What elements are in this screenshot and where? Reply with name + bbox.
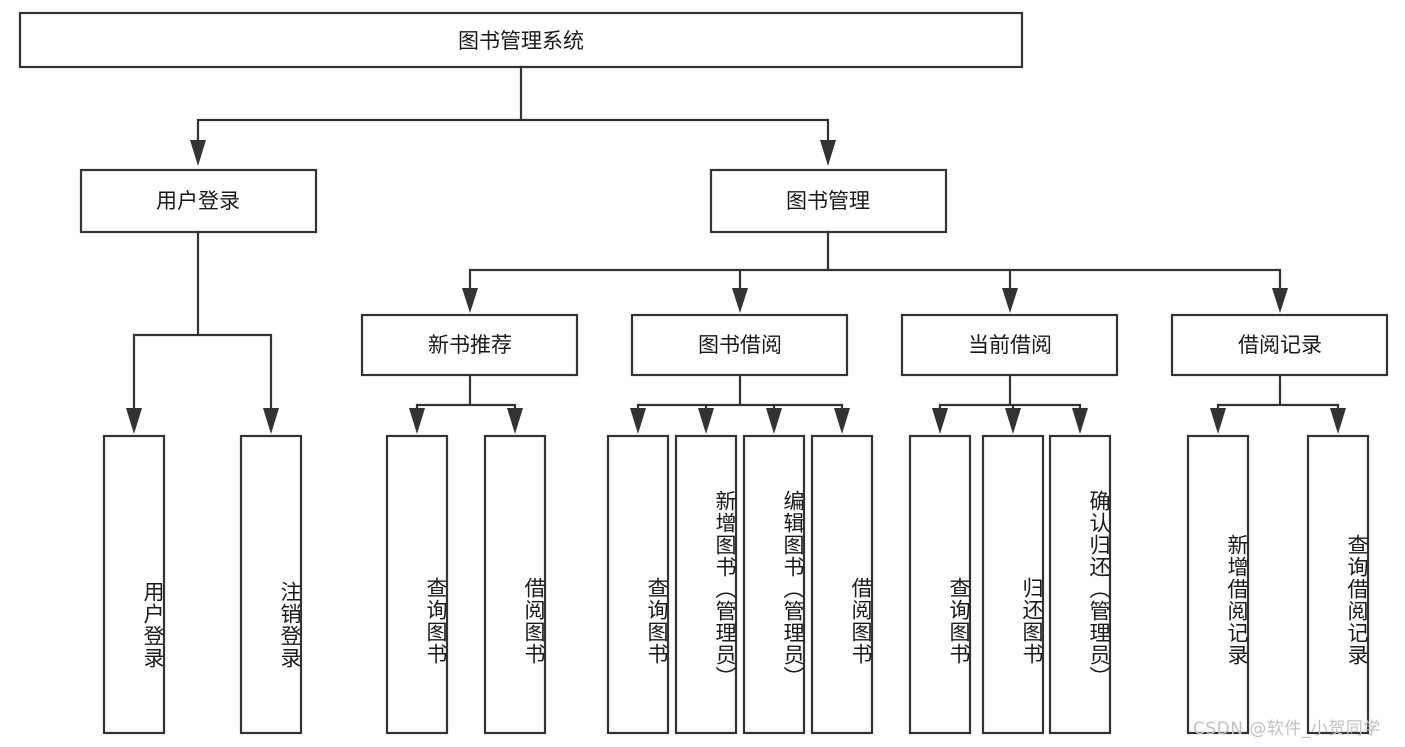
arrow-to-leaf-edit-book bbox=[766, 408, 782, 434]
leaf-box-query-book-2[interactable] bbox=[606, 434, 670, 735]
leaf-box-user-login[interactable] bbox=[102, 434, 166, 735]
node-label-book-management: 图书管理 bbox=[786, 189, 870, 213]
leaf-box-add-book[interactable] bbox=[674, 434, 738, 735]
arrow-to-leaf-borrow-book-1 bbox=[507, 408, 523, 434]
arrow-to-borrow-record bbox=[1272, 288, 1288, 313]
leaf-box-borrow-book-1[interactable] bbox=[483, 434, 547, 735]
new-book-recommend-to-leaves-connector bbox=[415, 373, 517, 414]
leaf-box-confirm-return[interactable] bbox=[1048, 434, 1112, 735]
book-borrow-to-leaves-connector bbox=[636, 373, 844, 414]
leaf-box-return-book[interactable] bbox=[981, 434, 1045, 735]
node-label-user-login: 用户登录 bbox=[156, 189, 240, 213]
node-box-new-book-recommend[interactable] bbox=[360, 313, 579, 377]
current-borrow-to-leaves-connector bbox=[938, 373, 1082, 414]
node-label-borrow-record: 借阅记录 bbox=[1238, 333, 1322, 357]
arrow-to-leaf-logout bbox=[263, 408, 279, 434]
root-node-box[interactable] bbox=[18, 11, 1024, 69]
arrow-to-current-borrow bbox=[1002, 288, 1018, 313]
arrow-to-leaf-add-record bbox=[1210, 408, 1226, 434]
leaf-box-query-book-1[interactable] bbox=[385, 434, 449, 735]
arrow-to-book-borrow bbox=[732, 288, 748, 313]
leaf-box-add-record[interactable] bbox=[1186, 434, 1250, 735]
arrow-to-leaf-query-record bbox=[1330, 408, 1346, 434]
leaf-box-borrow-book-2[interactable] bbox=[810, 434, 874, 735]
arrow-to-leaf-return-book bbox=[1005, 408, 1021, 434]
book-management-to-level3-connector bbox=[468, 230, 1282, 292]
arrow-to-leaf-user-login bbox=[126, 408, 142, 434]
node-label-book-borrow: 图书借阅 bbox=[698, 333, 782, 357]
csdn-watermark: CSDN @软件_小贺同学 bbox=[1193, 719, 1381, 739]
arrow-to-leaf-query-book-2 bbox=[630, 408, 646, 434]
arrow-to-leaf-borrow-book-2 bbox=[834, 408, 850, 434]
leaf-box-query-book-3[interactable] bbox=[908, 434, 972, 735]
node-box-current-borrow[interactable] bbox=[900, 313, 1119, 377]
arrow-to-leaf-confirm-return bbox=[1072, 408, 1088, 434]
borrow-record-to-leaves-connector bbox=[1216, 373, 1340, 414]
arrow-to-user-login bbox=[190, 140, 206, 166]
arrow-to-new-book-recommend bbox=[462, 288, 478, 313]
node-label-current-borrow: 当前借阅 bbox=[968, 333, 1052, 357]
node-box-user-login[interactable] bbox=[79, 168, 318, 234]
arrow-to-leaf-query-book-1 bbox=[409, 408, 425, 434]
arrow-to-leaf-add-book bbox=[698, 408, 714, 434]
arrow-to-book-management bbox=[820, 140, 836, 166]
leaf-box-query-record[interactable] bbox=[1306, 434, 1370, 735]
arrow-to-leaf-query-book-3 bbox=[932, 408, 948, 434]
user-login-to-leaves-connector bbox=[132, 230, 273, 412]
root-to-level2-connector bbox=[196, 65, 830, 144]
root-node-label: 图书管理系统 bbox=[458, 29, 584, 53]
leaf-box-edit-book[interactable] bbox=[742, 434, 806, 735]
leaf-box-logout[interactable] bbox=[239, 434, 303, 735]
node-label-new-book-recommend: 新书推荐 bbox=[428, 333, 512, 357]
